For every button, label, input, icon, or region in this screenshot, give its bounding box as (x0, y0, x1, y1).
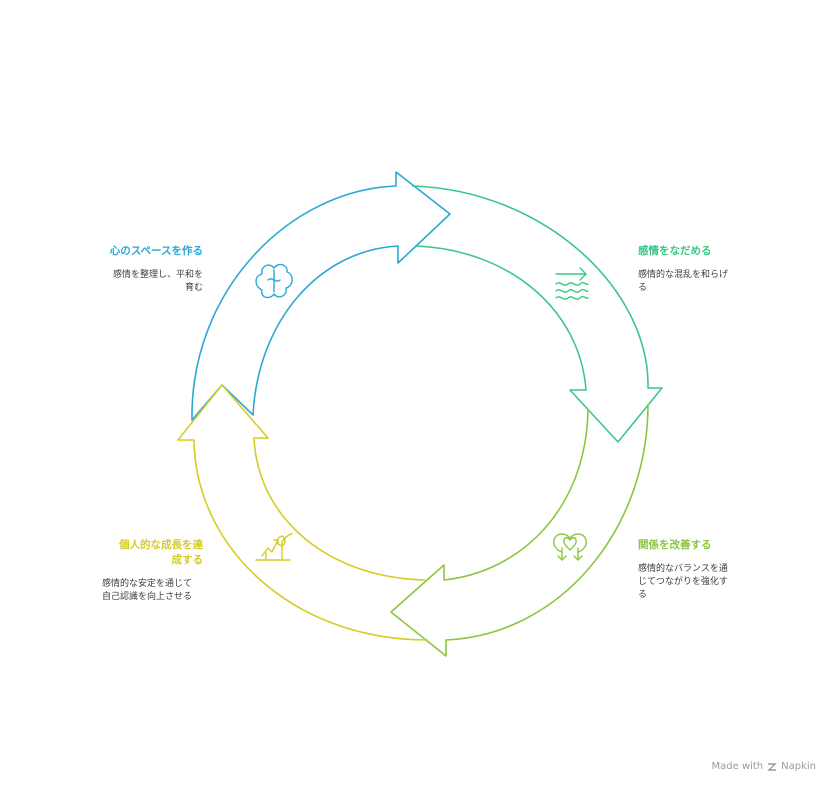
desc-line: 育む (184, 283, 203, 293)
plant-growth-icon (255, 533, 293, 561)
cycle-arrow-green (411, 185, 663, 443)
desc-line: 感情的な混乱を和らげ (638, 270, 729, 280)
waves-icon (555, 267, 589, 300)
stage-description: 感情的なバランスを通 じてつながりを強化す る (638, 563, 778, 602)
desc-line: 自己認識を向上させる (102, 592, 193, 602)
napkin-brand-text: Napkin (781, 761, 816, 772)
heart-arrows-icon (553, 533, 587, 561)
stage-label-soothe-emotions: 感情をなだめる 感情的な混乱を和らげ る (638, 244, 778, 295)
stage-title: 感情をなだめる (638, 245, 712, 257)
stage-label-personal-growth: 個人的な成長を達 成する 感情的な安定を通じて 自己認識を向上させる (60, 538, 203, 604)
desc-line: る (638, 590, 648, 600)
stage-description: 感情を整理し、平和を 育む (60, 269, 203, 295)
cycle-arrow-yellow (177, 384, 429, 641)
napkin-logo-icon (767, 762, 777, 771)
stage-description: 感情的な混乱を和らげ る (638, 269, 778, 295)
title-line: 成する (171, 554, 204, 566)
stage-description: 感情的な安定を通じて 自己認識を向上させる (60, 578, 203, 604)
stage-title: 個人的な成長を達 成する (60, 538, 203, 568)
cycle-arrow-lime (390, 403, 649, 657)
stage-title: 心のスペースを作る (109, 245, 203, 257)
desc-line: 感情的なバランスを通 (638, 564, 728, 574)
stage-title: 関係を改善する (638, 539, 712, 551)
desc-line: 感情を整理し、平和を (112, 270, 203, 280)
desc-line: じてつながりを強化す (638, 577, 728, 587)
napkin-watermark[interactable]: Made with Napkin (711, 761, 816, 772)
cycle-arrow-blue (191, 171, 451, 421)
desc-line: 感情的な安定を通じて (102, 579, 193, 589)
made-with-text: Made with (711, 761, 764, 772)
brain-icon (255, 263, 293, 299)
desc-line: る (638, 283, 648, 293)
title-line: 個人的な成長を達 (119, 539, 203, 551)
stage-label-create-space: 心のスペースを作る 感情を整理し、平和を 育む (60, 244, 203, 295)
stage-label-improve-relationships: 関係を改善する 感情的なバランスを通 じてつながりを強化す る (638, 538, 778, 602)
